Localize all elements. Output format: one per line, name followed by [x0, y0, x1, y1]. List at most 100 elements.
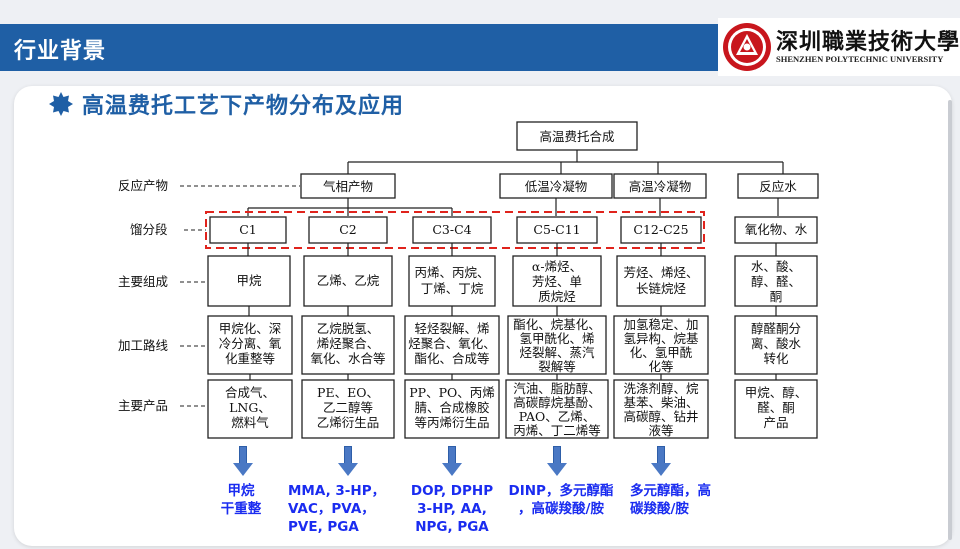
- university-logo: 深圳職業技術大學 SHENZHEN POLYTECHNIC UNIVERSITY: [718, 18, 960, 76]
- main-product-box: [207, 379, 293, 439]
- product-label: 低温冷凝物: [525, 179, 588, 194]
- route-line: 烃聚合、氧化、: [408, 336, 496, 351]
- route-line: 甲烷化、深: [219, 321, 282, 336]
- route-box: [207, 315, 293, 375]
- composition-line: 乙烯、乙烷: [317, 273, 380, 288]
- application-line: PVE, PGA: [288, 519, 359, 535]
- main-product-line: 腈、合成橡胶: [414, 400, 489, 415]
- down-arrow-icon: [547, 446, 567, 476]
- main-product-line: 产品: [763, 415, 788, 430]
- main-product-box: [404, 379, 500, 439]
- hexagon-bullet-icon: [49, 92, 73, 116]
- main-product-line: 丙烯、丁二烯等: [513, 423, 601, 438]
- route-line: 酯化、合成等: [414, 351, 489, 366]
- down-arrow-icon: [651, 446, 671, 476]
- application-group: 甲烷 干重整: [196, 482, 286, 518]
- fraction-box: [308, 216, 388, 244]
- application-line: 碳羧酸/胺: [630, 501, 689, 517]
- route-row: 甲烷化、深 冷分离、氧 化重整等 乙烷脱氢、 烯烃聚合、 氧化、水合等 轻烃裂解…: [207, 315, 818, 375]
- fraction-label: 氧化物、水: [745, 222, 808, 237]
- main-product-line: 高碳醇烷基酚、: [513, 395, 601, 410]
- application-line: 多元醇酯，高: [630, 483, 711, 499]
- application-line: DINP，多元醇酯: [508, 483, 614, 499]
- main-product-line: 洗涤剂醇、烷: [623, 381, 699, 396]
- scrollbar[interactable]: [948, 100, 952, 540]
- product-label: 高温冷凝物: [629, 179, 692, 194]
- main-product-box: [613, 379, 709, 439]
- main-product-line: 燃料气: [231, 415, 269, 430]
- composition-line: 长链烷烃: [636, 281, 687, 296]
- section-title-bar: 行业背景: [0, 24, 718, 71]
- main-product-line: 基苯、柴油、: [623, 395, 698, 410]
- down-arrow-icon: [442, 446, 462, 476]
- section-title: 行业背景: [14, 39, 107, 64]
- main-product-line: 液等: [648, 423, 673, 438]
- route-line: 冷分离、氧: [219, 336, 282, 351]
- row-label: 主要产品: [118, 398, 168, 413]
- application-line: 甲烷: [227, 483, 255, 499]
- application-group: DOP, DPHP 3-HP, AA, NPG, PGA: [402, 482, 502, 536]
- university-seal-icon: [723, 23, 771, 71]
- university-name-en: SHENZHEN POLYTECHNIC UNIVERSITY: [776, 54, 944, 64]
- composition-connectors: [248, 306, 777, 316]
- product-box: [737, 173, 819, 199]
- main-product-line: PE、EO、: [317, 385, 379, 400]
- composition-line: 质烷烃: [538, 289, 576, 304]
- composition-box: [616, 255, 706, 307]
- row-label: 反应产物: [118, 178, 168, 193]
- product-label: 反应水: [759, 179, 797, 194]
- down-arrow-icon: [338, 446, 358, 476]
- main-product-line: 等丙烯衍生品: [414, 415, 489, 430]
- row-label: 主要组成: [118, 274, 168, 289]
- composition-line: 甲烷: [236, 273, 262, 288]
- application-line: DOP, DPHP: [410, 483, 494, 499]
- main-product-box: [301, 379, 395, 439]
- composition-box: [734, 255, 818, 307]
- composition-box: [207, 255, 291, 307]
- composition-line: 酮: [770, 289, 783, 304]
- composition-box: [303, 255, 393, 307]
- route-box: [301, 315, 395, 375]
- route-line: 醇醛酮分: [751, 321, 801, 336]
- product-label: 气相产物: [323, 179, 373, 194]
- main-product-line: LNG、: [229, 400, 271, 415]
- application-group: 多元醇酯，高 碳羧酸/胺: [630, 482, 740, 518]
- root-connectors: [347, 150, 784, 174]
- main-product-line: 醛、酮: [757, 400, 795, 415]
- route-line: 酯化、烷基化、: [513, 317, 601, 332]
- route-line: 化、氢甲酰: [630, 345, 693, 360]
- route-line: 烯烃聚合、: [317, 336, 380, 351]
- application-group: DINP，多元醇酯 ，高碳羧酸/胺: [500, 482, 622, 518]
- product-box: [499, 173, 613, 199]
- application-line: ，高碳羧酸/胺: [518, 501, 604, 517]
- composition-box: [512, 255, 602, 307]
- fraction-label: C12-C25: [633, 222, 688, 237]
- route-line: 转化: [763, 351, 789, 366]
- application-line: MMA, 3-HP，: [288, 483, 386, 499]
- fraction-label: C5-C11: [533, 222, 580, 237]
- route-line: 化等: [648, 359, 673, 374]
- main-product-line: 合成气、: [225, 385, 275, 400]
- main-product-line: 甲烷、醇、: [745, 385, 808, 400]
- application-line: NPG, PGA: [415, 519, 489, 535]
- route-line: 加氢稳定、加: [623, 317, 698, 332]
- row-label: 馏分段: [130, 222, 168, 237]
- row-label-leaders: [180, 185, 300, 407]
- fraction-box: [620, 216, 702, 244]
- fraction-highlight: [205, 211, 705, 249]
- fraction-label: C2: [339, 222, 357, 237]
- route-line: 烃裂解、蒸汽: [519, 345, 595, 360]
- route-line: 离、酸水: [751, 336, 802, 351]
- main-product-box: [505, 379, 609, 439]
- fraction-label: C3-C4: [432, 222, 471, 237]
- application-line: 3-HP, AA,: [417, 501, 487, 517]
- product-distribution-diagram: 高温费托合成 反应产物 馏分段 主要组成 加工路线 主要产品 气相产物 低温冷凝…: [118, 121, 819, 439]
- composition-line: 水、酸、: [751, 259, 801, 274]
- root-label: 高温费托合成: [539, 129, 614, 144]
- application-group: MMA, 3-HP， VAC，PVA， PVE, PGA: [288, 482, 388, 536]
- composition-line: 芳烃、单: [532, 274, 582, 289]
- route-box: [507, 315, 607, 375]
- route-line: 乙烷脱氢、: [317, 321, 380, 336]
- route-box: [613, 315, 709, 375]
